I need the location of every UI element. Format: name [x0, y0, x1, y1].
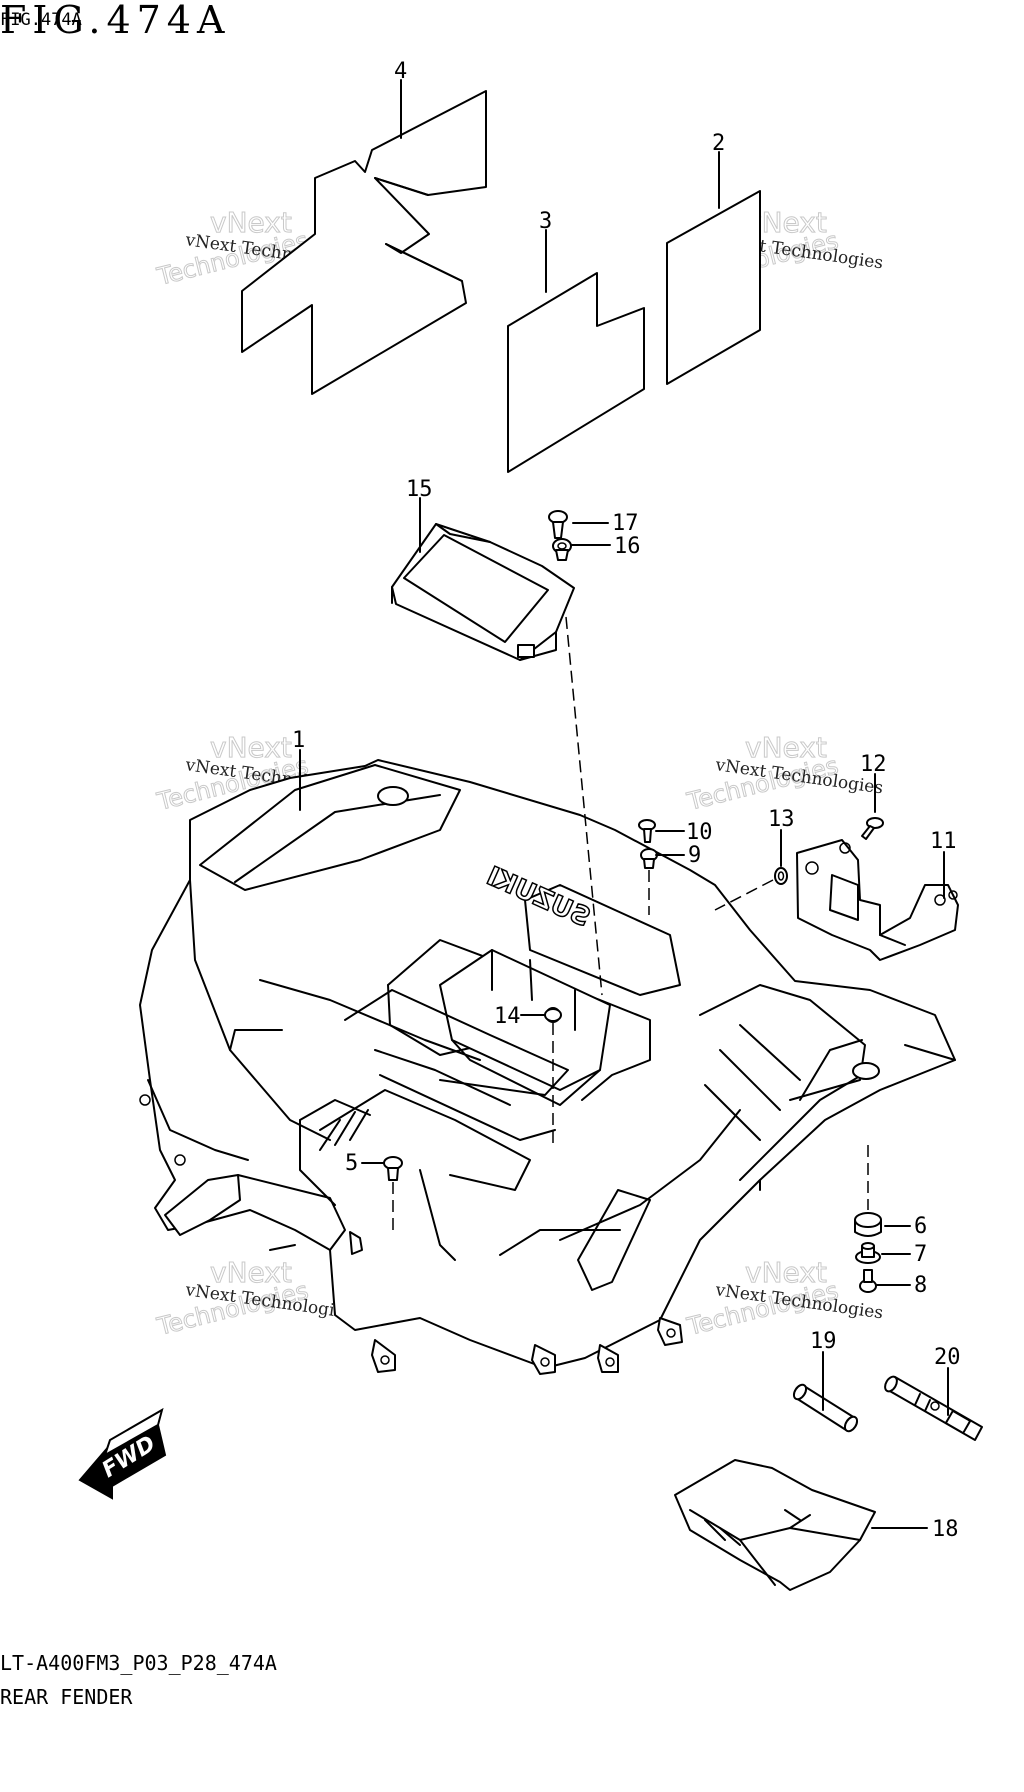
- part-10-screw: [638, 819, 656, 843]
- part-9-nut: [640, 848, 658, 869]
- part-6-grommet: [854, 1212, 882, 1237]
- part-15-tray: [391, 523, 575, 661]
- callout-18: 18: [932, 1517, 959, 1542]
- svg-text:vNext: vNext: [210, 1256, 292, 1289]
- svg-text:vNext: vNext: [210, 731, 292, 764]
- part-2-decal: [666, 190, 761, 385]
- callout-10: 10: [686, 820, 713, 845]
- svg-text:vNext: vNext: [745, 1256, 827, 1289]
- figure-title-overlay: FIG.474A: [0, 10, 82, 30]
- part-17-screw: [548, 510, 568, 539]
- watermark-5: vNext Technologies vNext Technologies: [153, 1256, 354, 1342]
- callout-17: 17: [612, 511, 639, 536]
- part-13-grommet: [774, 867, 788, 885]
- callout-12: 12: [860, 752, 887, 777]
- callout-6: 6: [914, 1214, 927, 1239]
- callout-9: 9: [688, 843, 701, 868]
- part-3-decal: [507, 272, 645, 473]
- svg-text:vNext: vNext: [210, 206, 292, 239]
- watermark-4: vNext Technologies vNext Technologies: [683, 731, 884, 817]
- callout-8: 8: [914, 1273, 927, 1298]
- svg-text:vNext: vNext: [745, 731, 827, 764]
- dashed-guides: [392, 616, 869, 1230]
- part-11-bracket: [796, 839, 959, 961]
- callout-7: 7: [914, 1242, 927, 1267]
- fwd-arrow-icon: FWD: [78, 1407, 167, 1500]
- part-4-large-decal: [241, 90, 487, 395]
- callout-labels: 4 2 3 15 17 16 1 10 9 12 13 11 14 5 6 7 …: [292, 59, 961, 1542]
- callout-5: 5: [345, 1151, 358, 1176]
- part-group-name: REAR FENDER: [0, 1685, 133, 1709]
- leader-lines: [299, 79, 949, 1529]
- part-18-cover: [674, 1459, 876, 1591]
- callout-3: 3: [539, 209, 552, 234]
- part-12-screw: [861, 817, 884, 840]
- callout-11: 11: [930, 829, 957, 854]
- callout-13: 13: [768, 807, 795, 832]
- callout-1: 1: [292, 728, 305, 753]
- callout-14: 14: [494, 1004, 521, 1029]
- callout-16: 16: [614, 534, 641, 559]
- part-8-bolt: [859, 1269, 877, 1293]
- part-19-pin: [792, 1383, 859, 1433]
- callout-19: 19: [810, 1329, 837, 1354]
- callout-15: 15: [406, 477, 433, 502]
- part-14-grommet: [544, 1008, 562, 1022]
- callout-4: 4: [394, 59, 407, 84]
- part-1-rear-fender: SUZUKI: [139, 759, 956, 1375]
- figure-title: FIG.474A: [0, 0, 231, 42]
- part-16-nut: [552, 538, 572, 561]
- model-code: LT-A400FM3_P03_P28_474A: [0, 1651, 277, 1675]
- callout-2: 2: [712, 131, 725, 156]
- part-20-rod: [884, 1375, 983, 1441]
- watermark-6: vNext Technologies vNext Technologies: [683, 1256, 884, 1342]
- part-7-collar: [855, 1242, 881, 1264]
- callout-20: 20: [934, 1345, 961, 1370]
